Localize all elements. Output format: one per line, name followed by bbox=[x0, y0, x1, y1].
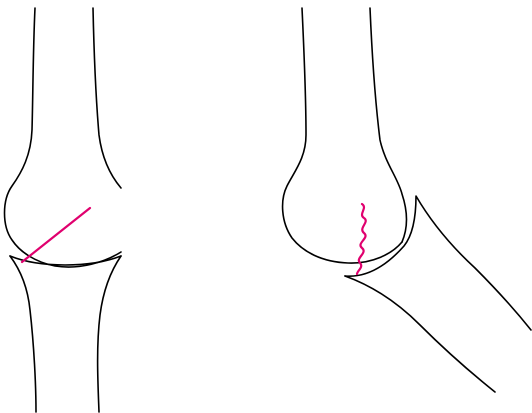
right-upper-bone-left-outline bbox=[283, 8, 402, 263]
left-upper-bone-left-outline bbox=[5, 8, 122, 267]
right-upper-bone-right-outline bbox=[370, 8, 407, 242]
right-lower-bone-outline bbox=[345, 196, 531, 330]
left-lower-bone-outline-right bbox=[98, 256, 121, 412]
left-upper-bone-right-outline bbox=[93, 8, 121, 188]
right-panel bbox=[283, 8, 531, 392]
left-lower-bone-outline bbox=[10, 256, 36, 412]
left-panel bbox=[5, 8, 122, 412]
left-fracture-line bbox=[22, 208, 90, 262]
right-lower-bone-outline-bottom bbox=[345, 276, 495, 392]
